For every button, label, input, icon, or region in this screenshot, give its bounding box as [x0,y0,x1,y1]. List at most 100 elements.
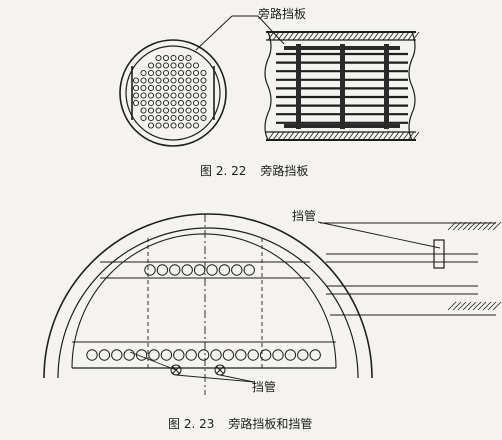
tube [177,92,185,99]
dummy-tube [214,364,226,376]
tube [155,62,162,69]
tube [155,77,162,84]
tube [123,349,135,361]
tube [170,122,177,129]
tube [185,107,192,114]
tube [185,114,192,122]
tube [140,77,147,84]
tube [284,349,297,361]
tube [147,92,155,99]
tube [193,264,206,276]
tube [185,69,192,77]
tube [147,114,155,122]
tube [185,349,197,361]
tube [297,349,309,361]
tube [173,349,185,361]
tube [185,54,192,62]
tube [170,69,177,77]
tube [177,99,185,107]
tube [155,114,162,122]
tube [170,62,177,69]
tube [192,69,200,77]
tube [200,107,207,114]
tube [162,114,170,122]
tube [147,69,155,77]
figure-2-23-caption: 图 2. 23 旁路挡板和挡管 [168,417,312,431]
tube [185,62,192,69]
tube [170,54,177,62]
tube [309,349,321,361]
baffle-plate [296,44,301,129]
tube [231,264,243,276]
tube [177,62,185,69]
tube [235,349,247,361]
tube [247,349,259,361]
dummy-tube-cross-section [43,213,373,395]
tube [200,69,207,77]
tube [177,122,185,129]
tube [140,92,147,99]
tube [169,264,181,276]
dummy-tube-detail [317,221,502,316]
tube [147,122,155,129]
tube [177,114,185,122]
tube [170,107,177,114]
tube [200,77,207,84]
tube [170,114,177,122]
tube [192,122,200,129]
tube [155,84,162,92]
tube [272,349,284,361]
tube [147,99,155,107]
tube [140,84,147,92]
tube [170,84,177,92]
tube [162,69,170,77]
tube [162,122,170,129]
tube [181,264,193,276]
baffle-plate [384,44,389,129]
tube [132,84,140,92]
caption-number: 图 2. 22 [200,164,247,178]
bypass-baffle-label: 旁路挡板 [258,7,307,21]
tube [140,107,147,114]
tube-row-lower [86,349,321,361]
tube [185,84,192,92]
tube [155,54,162,62]
tube [155,69,162,77]
tube [140,69,147,77]
tube [155,99,162,107]
tube [111,349,123,361]
tube [132,99,140,107]
tube [200,99,207,107]
dummy-tube-label-upper: 挡管 [292,209,317,223]
tube [206,264,218,276]
tube [140,114,147,122]
caption-number: 图 2. 23 [168,417,215,431]
tube [160,349,173,361]
tube [197,349,210,361]
tube [192,62,200,69]
baffle-plate [340,44,345,129]
tube [200,84,207,92]
bypass-baffle-longitudinal-section [264,31,420,141]
tube [192,84,200,92]
tube [162,107,170,114]
caption-title: 旁路挡板和挡管 [228,417,313,431]
tube [192,77,200,84]
tube [192,107,200,114]
tube [243,264,255,276]
bypass-baffle-cross-section [119,39,227,147]
tube [177,54,185,62]
tube [162,77,170,84]
tube-bundle [132,54,207,129]
tube [132,92,140,99]
tube [177,84,185,92]
tube [177,77,185,84]
tube [135,349,148,361]
tube [162,92,170,99]
tube [200,92,207,99]
tube [185,122,192,129]
tube [192,92,200,99]
tube [170,99,177,107]
